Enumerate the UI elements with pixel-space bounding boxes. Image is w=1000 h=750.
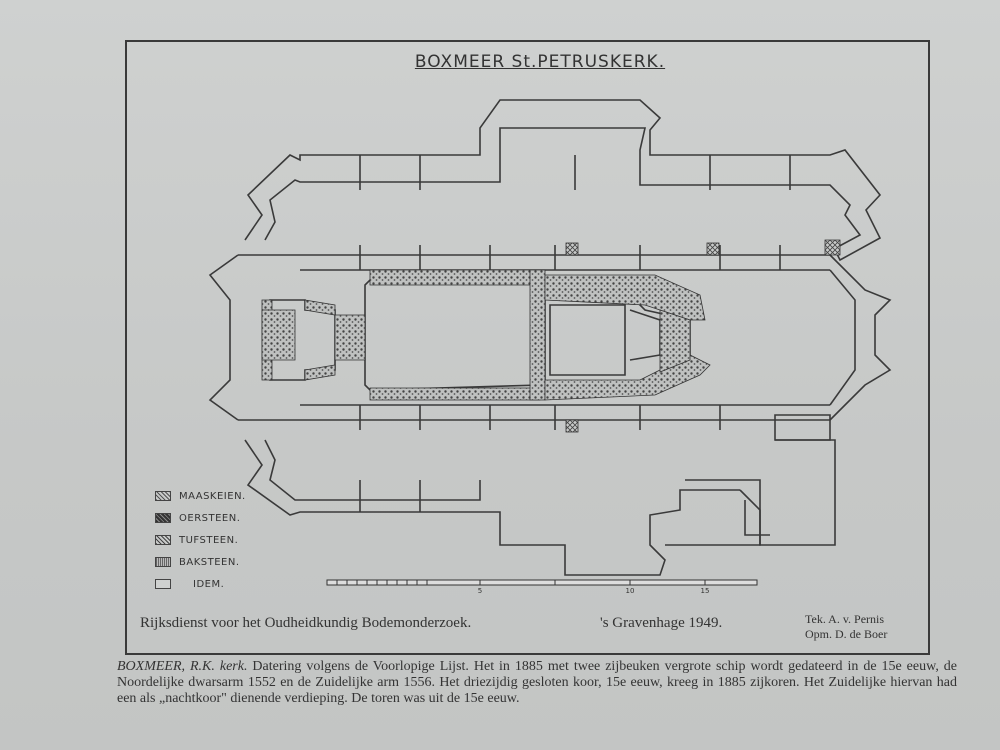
north-aisle-wall — [244, 99, 882, 262]
north-buttresses — [359, 155, 791, 270]
south-chapel-2 — [739, 439, 836, 546]
pier-1 — [565, 242, 579, 256]
masonry-apse — [659, 309, 691, 373]
old-nave-outline — [364, 279, 541, 391]
caption-lead: BOXMEER, R.K. kerk. — [117, 659, 248, 674]
scale-label-10: 10 — [626, 587, 635, 595]
masonry-tower-west — [261, 309, 296, 361]
credits: Tek. A. v. Pernis Opm. D. de Boer — [805, 612, 925, 648]
masonry-north-nave — [369, 269, 536, 286]
legend-swatch — [155, 535, 171, 545]
west-wall — [208, 254, 239, 421]
legend-item-oersteen: OERSTEEN. — [155, 507, 315, 529]
legend: MAASKEIEN. OERSTEEN. TUFSTEEN. BAKSTEEN.… — [155, 485, 315, 590]
plan-frame — [125, 40, 930, 655]
masonry-south-nave — [369, 387, 541, 401]
place-date-line: 's Gravenhage 1949. — [600, 615, 723, 631]
caption-text: Datering volgens de Voorlopige Lijst. He… — [117, 659, 957, 706]
south-chapel — [774, 414, 831, 441]
scale-bar — [326, 579, 758, 586]
caption: BOXMEER, R.K. kerk. Datering volgens de … — [117, 659, 957, 744]
south-chapel-inner — [744, 500, 770, 536]
legend-label: TUFSTEEN. — [179, 534, 239, 546]
south-aisle-inner-wall — [264, 439, 481, 501]
legend-label: MAASKEIEN. — [179, 490, 246, 502]
north-aisle-inner-wall — [264, 127, 862, 251]
scale-label-5: 5 — [478, 587, 482, 595]
legend-label: OERSTEEN. — [179, 512, 241, 524]
legend-swatch — [155, 491, 171, 501]
apse-inner — [629, 309, 661, 361]
masonry-tower-link — [334, 314, 366, 361]
legend-swatch — [155, 579, 171, 589]
pier-2 — [706, 242, 720, 256]
legend-swatch — [155, 557, 171, 567]
pier-3 — [565, 419, 579, 433]
south-buttresses — [359, 405, 721, 512]
wall-lines — [208, 99, 892, 576]
hatched-masonry — [261, 239, 841, 433]
surveyed-by: Opm. D. de Boer — [805, 627, 888, 641]
scale-label-15: 15 — [701, 587, 710, 595]
pier-4 — [824, 239, 841, 256]
plan-title: BOXMEER St.PETRUSKERK. — [414, 52, 666, 72]
choir-inner — [549, 304, 626, 376]
legend-item-idem: IDEM. — [155, 573, 315, 595]
south-aisle-wall — [244, 439, 740, 576]
legend-label: IDEM. — [193, 578, 225, 590]
institute-line: Rijksdienst voor het Oudheidkundig Bodem… — [140, 615, 472, 631]
legend-item-baksteen: BAKSTEEN. — [155, 551, 315, 573]
masonry-choir-north — [544, 274, 706, 321]
legend-item-tufsteen: TUFSTEEN. — [155, 529, 315, 551]
legend-item-maaskeien: MAASKEIEN. — [155, 485, 315, 507]
legend-label: BAKSTEEN. — [179, 556, 240, 568]
legend-swatch — [155, 513, 171, 523]
south-chapel-3 — [665, 479, 761, 546]
east-apse-inner — [829, 269, 856, 406]
drawn-by: Tek. A. v. Pernis — [805, 612, 885, 626]
masonry-nave-east — [529, 269, 546, 401]
east-apse — [829, 254, 892, 421]
